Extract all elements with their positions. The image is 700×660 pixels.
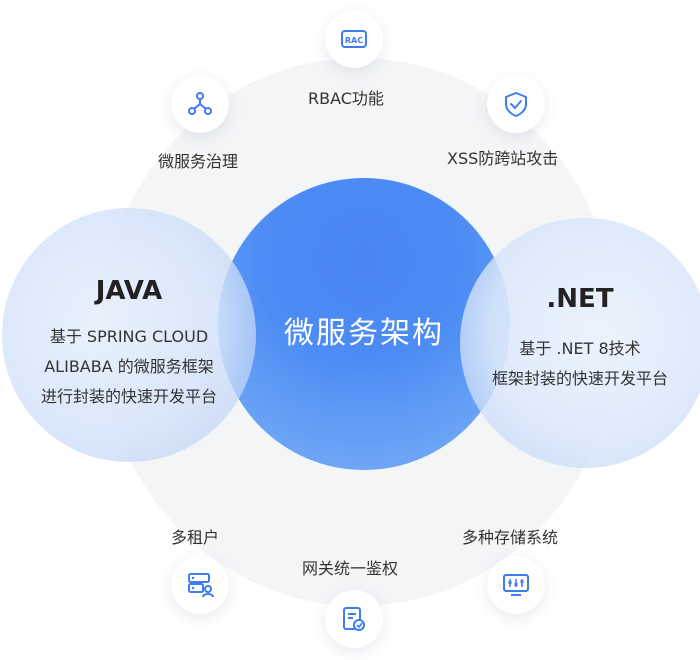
feature-storage-label: 多种存储系统 xyxy=(462,528,559,547)
feature-tenant-label: 多租户 xyxy=(171,528,220,547)
feature-rbac-label: RBAC功能 xyxy=(308,89,384,108)
network-nodes-icon xyxy=(188,92,212,115)
java-line-2: ALIBABA 的微服务框架 xyxy=(44,357,214,376)
server-user-icon xyxy=(188,573,214,598)
feature-gateway-label: 网关统一鉴权 xyxy=(302,559,399,578)
java-description: 基于 SPRING CLOUD ALIBABA 的微服务框架 进行封装的快速开发… xyxy=(0,322,258,412)
java-line-3: 进行封装的快速开发平台 xyxy=(40,387,217,406)
dotnet-bubble xyxy=(460,218,700,468)
feature-xss-label: XSS防跨站攻击 xyxy=(447,149,559,168)
java-title: JAVA xyxy=(95,276,163,306)
rbac-icon-badge: RAC xyxy=(325,10,383,68)
java-bubble xyxy=(2,208,256,462)
monitor-sliders-icon xyxy=(503,574,529,596)
storage-icon-badge xyxy=(487,556,545,614)
core-title: 微服务架构 xyxy=(284,316,444,351)
dotnet-line-1: 基于 .NET 8技术 xyxy=(519,339,641,358)
rbac-icon: RAC xyxy=(341,30,367,48)
dotnet-line-2: 框架封装的快速开发平台 xyxy=(491,369,668,388)
dotnet-title: .NET xyxy=(546,284,614,314)
dotnet-description: 基于 .NET 8技术 框架封装的快速开发平台 xyxy=(460,334,700,394)
shield-check-icon xyxy=(505,92,527,117)
gateway-icon-badge xyxy=(325,590,383,648)
feature-micro-label: 微服务治理 xyxy=(158,152,239,171)
java-line-1: 基于 SPRING CLOUD xyxy=(49,327,209,346)
xss-icon-badge xyxy=(487,75,545,133)
tenant-icon-badge xyxy=(171,556,229,614)
rbac-icon-text: RAC xyxy=(345,36,363,45)
document-shield-icon xyxy=(343,607,365,631)
micro-icon-badge xyxy=(171,75,229,133)
